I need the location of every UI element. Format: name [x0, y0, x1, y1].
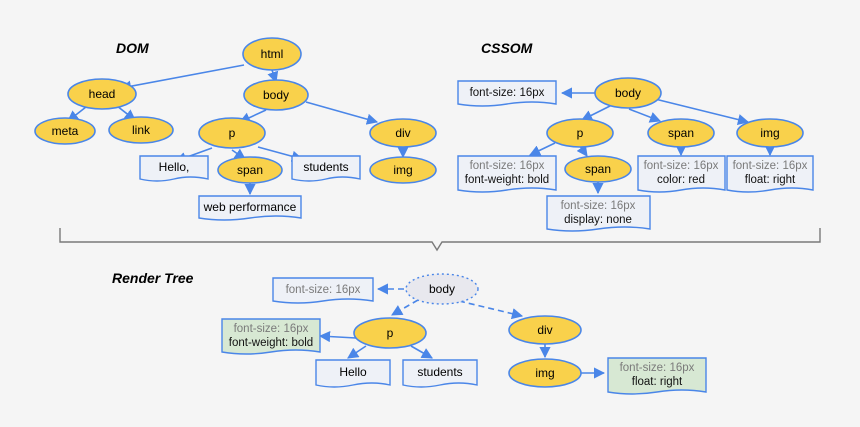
dom-node-meta: meta [34, 117, 96, 145]
dom-node-p: p [198, 117, 266, 149]
dom-node-div-label: div [395, 126, 410, 140]
dom-text-hello: Hello, [139, 155, 209, 182]
edge-render-p-hello [347, 345, 367, 359]
render-edges [318, 283, 606, 379]
dom-node-body: body [243, 79, 309, 111]
dom-text-hello-label: Hello, [159, 160, 190, 174]
cssom-node-img-label: img [760, 126, 779, 140]
dom-edges [67, 64, 409, 196]
cssom-style-p-span-line2: display: none [564, 214, 632, 226]
render-style-body-text: font-size: 16px [286, 284, 361, 296]
render-node-img: img [508, 358, 582, 388]
render-style-p-line2: font-weight: bold [229, 337, 313, 349]
dom-text-students-label: students [303, 160, 348, 174]
edge-cssom-p-style [528, 142, 556, 156]
dom-node-img: img [369, 156, 437, 184]
cssom-style-img-line2: float: right [745, 174, 796, 186]
dom-node-body-label: body [263, 88, 289, 102]
dom-text-students: students [291, 155, 361, 182]
edge-body-div [305, 101, 379, 125]
cssom-node-p-span-label: span [585, 162, 611, 176]
cssom-node-img: img [736, 118, 804, 148]
dom-text-web-performance: web performance [198, 195, 302, 221]
cssom-style-body: font-size: 16px [457, 80, 557, 107]
render-style-body: font-size: 16px [272, 277, 374, 304]
render-node-img-label: img [535, 366, 554, 380]
cssom-node-p: p [546, 118, 614, 148]
cssom-style-p-line2: font-weight: bold [465, 174, 549, 186]
render-node-div-label: div [537, 323, 552, 337]
edge-cssom-body-img [654, 98, 750, 126]
dom-node-html-label: html [261, 47, 284, 61]
edge-render-body-div [458, 300, 524, 320]
edge-html-head [119, 64, 245, 92]
render-node-p-label: p [387, 326, 394, 340]
cssom-style-img: font-size: 16px float: right [726, 155, 814, 193]
dom-node-img-label: img [393, 163, 412, 177]
render-style-p: font-size: 16px font-weight: bold [221, 318, 321, 355]
edge-render-p-students [410, 345, 433, 359]
dom-node-head: head [67, 78, 137, 110]
render-text-students-label: students [417, 365, 462, 379]
dom-node-html: html [242, 37, 302, 71]
cssom-node-p-span: span [564, 155, 632, 183]
edge-cssom-body-span [628, 108, 662, 123]
render-text-hello-label: Hello [339, 365, 367, 379]
cssom-node-body: body [594, 77, 662, 109]
render-node-div: div [508, 315, 582, 345]
render-text-students: students [402, 359, 478, 388]
render-node-body: body [405, 273, 479, 305]
render-node-p: p [353, 317, 427, 349]
cssom-style-p: font-size: 16px font-weight: bold [457, 155, 557, 193]
dom-node-span-label: span [237, 163, 263, 177]
render-text-hello: Hello [315, 359, 391, 388]
render-style-img-line1: font-size: 16px [620, 362, 695, 374]
dom-node-link-label: link [132, 123, 151, 137]
edge-render-body-p [391, 299, 419, 316]
cssom-style-p-span-line1: font-size: 16px [561, 200, 636, 212]
cssom-node-body-label: body [615, 86, 641, 100]
edge-render-p-style [318, 330, 357, 343]
dom-node-meta-label: meta [52, 124, 79, 138]
render-style-img-line2: float: right [632, 376, 683, 388]
cssom-style-span: font-size: 16px color: red [637, 155, 726, 193]
render-node-body-label: body [429, 282, 455, 296]
dom-title: DOM [116, 40, 149, 56]
cssom-style-p-line1: font-size: 16px [470, 160, 545, 172]
render-style-img: font-size: 16px float: right [607, 357, 707, 395]
dom-text-web-performance-label: web performance [203, 200, 297, 214]
cssom-style-body-text: font-size: 16px [470, 87, 545, 99]
cssom-edges [528, 87, 776, 195]
dom-node-head-label: head [89, 87, 116, 101]
cssom-style-img-line1: font-size: 16px [733, 160, 808, 172]
merge-bracket [59, 228, 821, 252]
cssom-node-span: span [647, 118, 715, 148]
cssom-style-span-line2: color: red [657, 174, 705, 186]
dom-node-span: span [217, 156, 283, 184]
cssom-style-span-line1: font-size: 16px [644, 160, 719, 172]
render-style-p-line1: font-size: 16px [234, 323, 309, 335]
render-tree-title: Render Tree [112, 270, 194, 286]
cssom-node-span-label: span [668, 126, 694, 140]
cssom-title: CSSOM [481, 40, 533, 56]
cssom-node-p-label: p [577, 126, 584, 140]
dom-node-p-label: p [229, 126, 236, 140]
cssom-style-p-span: font-size: 16px display: none [546, 195, 651, 232]
dom-node-div: div [369, 118, 437, 148]
dom-node-link: link [108, 116, 174, 144]
edge-cssom-body-p [580, 105, 611, 121]
